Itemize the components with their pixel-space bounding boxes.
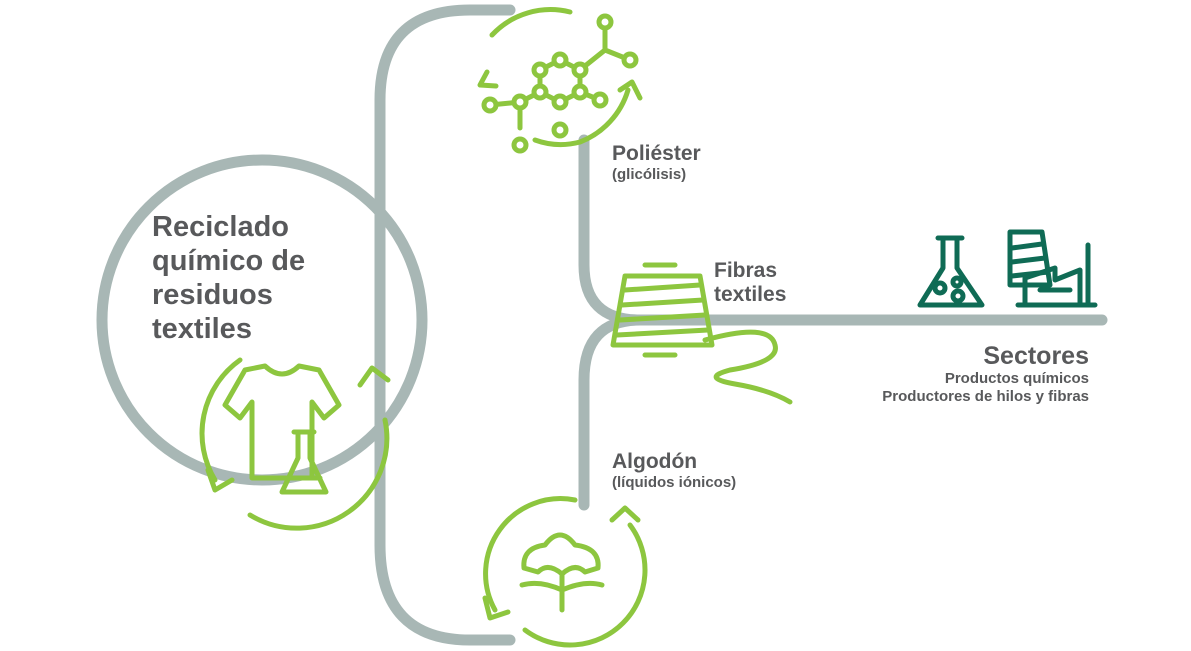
recycle-arrows-icon [477, 7, 643, 148]
spool-icon [610, 262, 793, 405]
sector-item-fibers: Productores de hilos y fibras [882, 388, 1089, 405]
sectors-title: Sectores [983, 342, 1089, 370]
shirt-recycle-icon [199, 357, 391, 531]
outer-loop [374, 4, 516, 646]
yarn-factory-icon [1007, 229, 1098, 308]
chemistry-flask-icon [917, 235, 985, 308]
molecule-recycle-icon [477, 7, 643, 154]
cotton-label: Algodón (líquidos iónicos) [612, 450, 736, 492]
main-title: Reciclado químico de residuos textiles [152, 211, 306, 345]
recycle-arrows-icon [482, 496, 648, 648]
polyester-label: Poliéster (glicólisis) [612, 142, 701, 184]
recycle-arrows-icon [199, 357, 391, 531]
cotton-recycle-icon [482, 496, 648, 648]
cotton-flower-icon [519, 532, 605, 613]
polyester-title: Poliéster [612, 142, 701, 165]
polyester-sub: (glicólisis) [612, 166, 687, 183]
molecule-icon [481, 13, 639, 154]
flask-icon [279, 429, 329, 495]
fibers-label: Fibras textiles [714, 259, 787, 306]
cotton-title: Algodón [612, 450, 698, 473]
sector-item-chemicals: Productos químicos [944, 370, 1089, 387]
cotton-sub: (líquidos iónicos) [612, 474, 737, 491]
sectors-block: Sectores Productos químicos Productores … [882, 342, 1089, 406]
shirt-icon [222, 363, 342, 481]
